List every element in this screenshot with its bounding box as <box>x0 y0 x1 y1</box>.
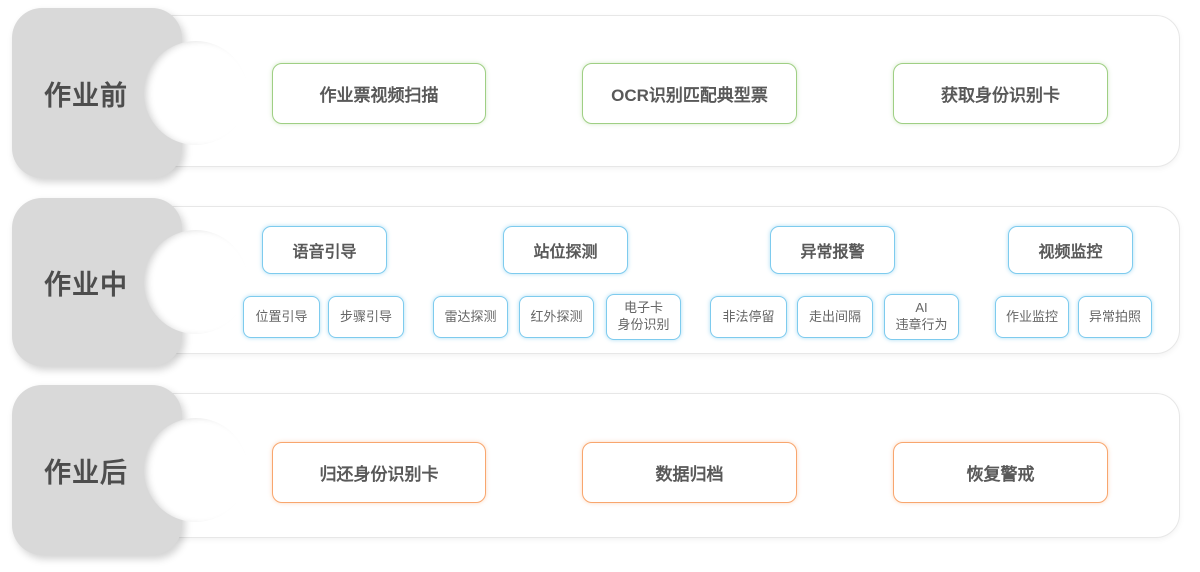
sub-label: 非法停留 <box>722 308 775 324</box>
sub-label: 位置引导 <box>255 308 308 324</box>
group-header-label: 语音引导 <box>292 244 357 261</box>
sub-box-step-guidance: 步骤引导 <box>328 296 404 338</box>
sub-label: AI 违章行为 <box>895 300 948 332</box>
sub-box-radar-detection: 雷达探测 <box>433 296 508 338</box>
step-label: 恢复警戒 <box>966 465 1035 484</box>
phase-tab-during-work: 作业中 <box>12 198 182 366</box>
step-box-ticket-video-scan: 作业票视频扫描 <box>272 63 486 124</box>
sub-label: 电子卡 身份识别 <box>617 300 670 332</box>
group-header-label: 异常报警 <box>800 244 865 261</box>
tab-notch <box>144 230 248 334</box>
step-label: 获取身份识别卡 <box>941 86 1060 105</box>
sub-label: 走出间隔 <box>808 308 861 324</box>
phase-label-before-work: 作业前 <box>44 80 128 111</box>
sub-label: 雷达探测 <box>444 308 497 324</box>
step-box-return-id-card: 归还身份识别卡 <box>272 442 486 503</box>
tab-notch <box>144 418 248 522</box>
group-header-label: 视频监控 <box>1038 244 1103 261</box>
sub-box-leaving-interval: 走出间隔 <box>797 296 873 338</box>
sub-box-position-guidance: 位置引导 <box>243 296 320 338</box>
step-box-restore-alert: 恢复警戒 <box>893 442 1108 503</box>
sub-label: 红外探测 <box>530 308 583 324</box>
group-header-label: 站位探测 <box>533 244 598 261</box>
phase-label-during-work: 作业中 <box>44 269 128 300</box>
sub-label: 作业监控 <box>1005 308 1058 324</box>
sub-label: 步骤引导 <box>339 308 392 324</box>
sub-box-infrared-detection: 红外探测 <box>519 296 594 338</box>
step-label: 作业票视频扫描 <box>319 86 439 105</box>
group-header-voice-guidance: 语音引导 <box>262 226 387 274</box>
step-label: 归还身份识别卡 <box>319 465 439 484</box>
group-header-abnormal-alarm: 异常报警 <box>770 226 895 274</box>
sub-box-ai-violation-behavior: AI 违章行为 <box>884 294 959 340</box>
sub-box-abnormal-capture: 异常拍照 <box>1078 296 1152 338</box>
group-header-position-detection: 站位探测 <box>503 226 628 274</box>
sub-box-ecard-identification: 电子卡 身份识别 <box>606 294 681 340</box>
step-box-data-archiving: 数据归档 <box>582 442 797 503</box>
phase-label-after-work: 作业后 <box>44 457 128 488</box>
step-box-get-id-card: 获取身份识别卡 <box>893 63 1108 124</box>
tab-notch <box>144 41 248 145</box>
group-header-video-monitoring: 视频监控 <box>1008 226 1133 274</box>
step-box-ocr-match: OCR识别匹配典型票 <box>582 63 797 124</box>
sub-label: 异常拍照 <box>1088 308 1141 324</box>
sub-box-illegal-stay: 非法停留 <box>710 296 787 338</box>
step-label: OCR识别匹配典型票 <box>611 86 768 105</box>
step-label: 数据归档 <box>655 465 724 484</box>
sub-box-work-monitoring: 作业监控 <box>995 296 1069 338</box>
